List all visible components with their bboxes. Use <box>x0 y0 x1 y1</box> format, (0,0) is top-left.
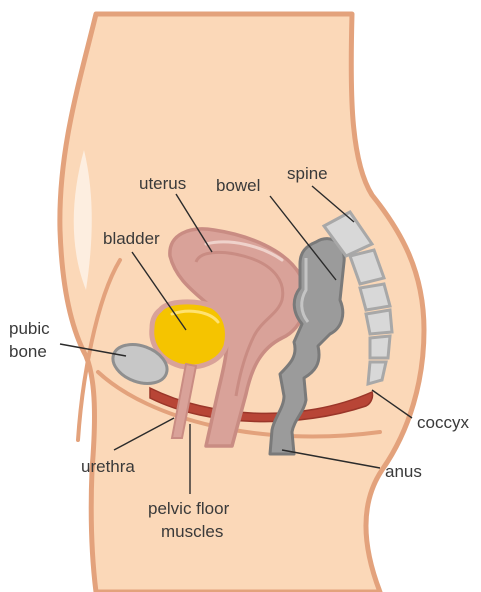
label-urethra: urethra <box>81 457 135 476</box>
label-pubic-line2: bone <box>9 342 47 361</box>
spine-vertebra-4 <box>366 310 392 334</box>
label-pelvic-floor-line1: pelvic floor <box>148 499 230 518</box>
label-pubic-line1: pubic <box>9 319 50 338</box>
label-bowel: bowel <box>216 176 260 195</box>
label-anus: anus <box>385 462 422 481</box>
coccyx <box>368 362 386 384</box>
spine-vertebra-5 <box>370 336 390 358</box>
label-uterus: uterus <box>139 174 186 193</box>
label-spine: spine <box>287 164 328 183</box>
label-bladder: bladder <box>103 229 160 248</box>
label-pelvic-floor-line2: muscles <box>161 522 223 541</box>
label-coccyx: coccyx <box>417 413 469 432</box>
spine-vertebra-3 <box>360 284 390 310</box>
